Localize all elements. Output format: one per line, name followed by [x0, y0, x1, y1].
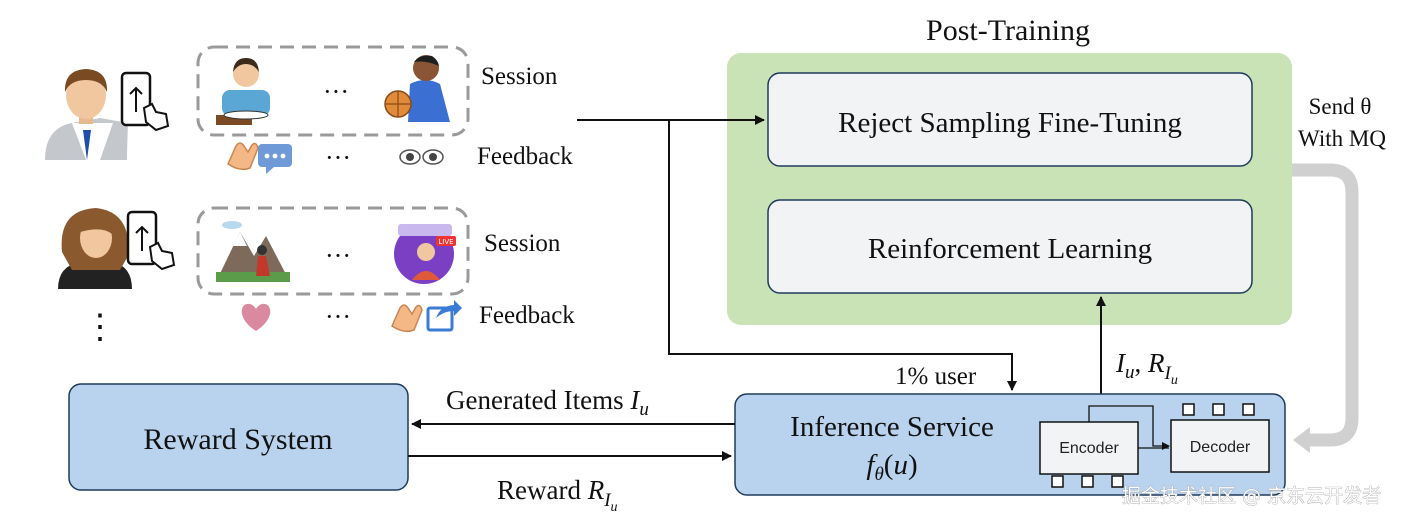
decoder-box	[1170, 419, 1270, 473]
decoder-ports	[1182, 403, 1255, 416]
session-box-1	[196, 45, 470, 137]
watermark: 掘金技术社区 @ 京东云开发者	[1122, 485, 1381, 507]
feedback-label-2: Feedback	[479, 302, 575, 329]
send-theta-label: Send θ	[1309, 94, 1372, 119]
sample-label: 1% user	[895, 363, 977, 390]
comment-icon	[258, 144, 292, 174]
mountain-hiker-icon	[216, 221, 290, 282]
session-2-ellipsis: ···	[325, 241, 351, 270]
more-users-ellipsis: ⋮	[83, 309, 117, 346]
svg-text:LIVE: LIVE	[438, 238, 453, 246]
inference-formula: fθ(u)	[866, 449, 917, 485]
rl-label: Reinforcement Learning	[868, 233, 1152, 265]
reward-text: Reward	[497, 475, 581, 505]
post-training-title: Post-Training	[926, 14, 1090, 47]
session-label-1: Session	[481, 63, 558, 90]
share-icon	[426, 300, 462, 332]
send-model-arrowhead	[1293, 427, 1310, 453]
session-1-ellipsis: ···	[323, 77, 349, 106]
rsft-label: Reject Sampling Fine-Tuning	[838, 107, 1182, 139]
rl-box	[767, 199, 1253, 294]
feedback-1-ellipsis: ···	[325, 143, 351, 172]
clap-icon-1	[227, 142, 259, 171]
user-1-avatar	[45, 69, 128, 160]
live-stream-icon: LIVE	[394, 224, 456, 284]
reward-system-label: Reward System	[143, 423, 332, 456]
encoder-to-decoder-arrow	[1088, 405, 1170, 450]
decoder-label: Decoder	[1190, 439, 1251, 456]
reward-label: Reward RIu	[497, 475, 618, 515]
inference-service-box	[734, 393, 1286, 496]
generated-items-text: Generated Items	[446, 385, 624, 415]
data-to-inference-arrow	[668, 120, 1017, 391]
eating-person-icon	[216, 58, 270, 125]
encoder-box	[1039, 421, 1139, 475]
user-2-avatar	[58, 208, 132, 289]
feedback-2-ellipsis: ···	[325, 302, 351, 331]
session-box-2	[196, 206, 470, 296]
reward-system-box	[68, 383, 409, 491]
phone-touch-icon-2	[126, 210, 176, 271]
clap-icon-2	[391, 304, 423, 333]
basketball-player-icon	[384, 55, 450, 122]
heart-icon	[241, 303, 271, 331]
send-model-arrow	[1292, 163, 1359, 447]
feedback-label-1: Feedback	[477, 143, 573, 170]
rsft-box	[767, 72, 1253, 167]
encoder-ports	[1051, 475, 1124, 488]
eyes-icon	[399, 149, 444, 165]
phone-touch-icon-1	[120, 71, 170, 132]
with-mq-label: With MQ	[1298, 126, 1386, 151]
inference-title: Inference Service	[790, 411, 994, 443]
items-reward-label: Iu, RIu	[1115, 348, 1178, 388]
session-label-2: Session	[484, 230, 561, 257]
generated-items-label: Generated Items Iu	[446, 385, 649, 420]
encoder-label: Encoder	[1059, 440, 1119, 457]
